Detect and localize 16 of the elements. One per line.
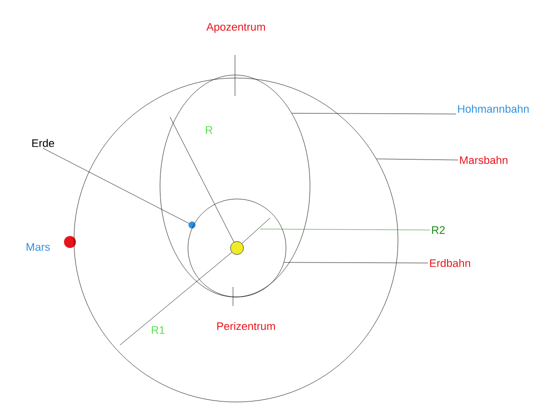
text-label: Mars — [26, 243, 50, 251]
orbit-label: Erdbahn — [430, 258, 470, 268]
orbit-circle — [74, 78, 398, 402]
leader-line — [284, 262, 428, 264]
leader-line — [260, 228, 430, 230]
orbit-label: R2 — [432, 226, 445, 234]
text-label: Perizentrum — [217, 322, 275, 330]
orbit-label: Marsbahn — [460, 156, 508, 164]
leader-line — [376, 158, 458, 160]
text-label: Apozentrum — [206, 23, 265, 33]
leader-line — [292, 113, 456, 114]
text-label: R — [206, 126, 212, 134]
orbit-label: Erde — [32, 138, 54, 148]
orbit-label: Hohmannbahn — [458, 104, 529, 113]
leader-line — [42, 148, 189, 224]
text-label: R1 — [152, 326, 164, 334]
